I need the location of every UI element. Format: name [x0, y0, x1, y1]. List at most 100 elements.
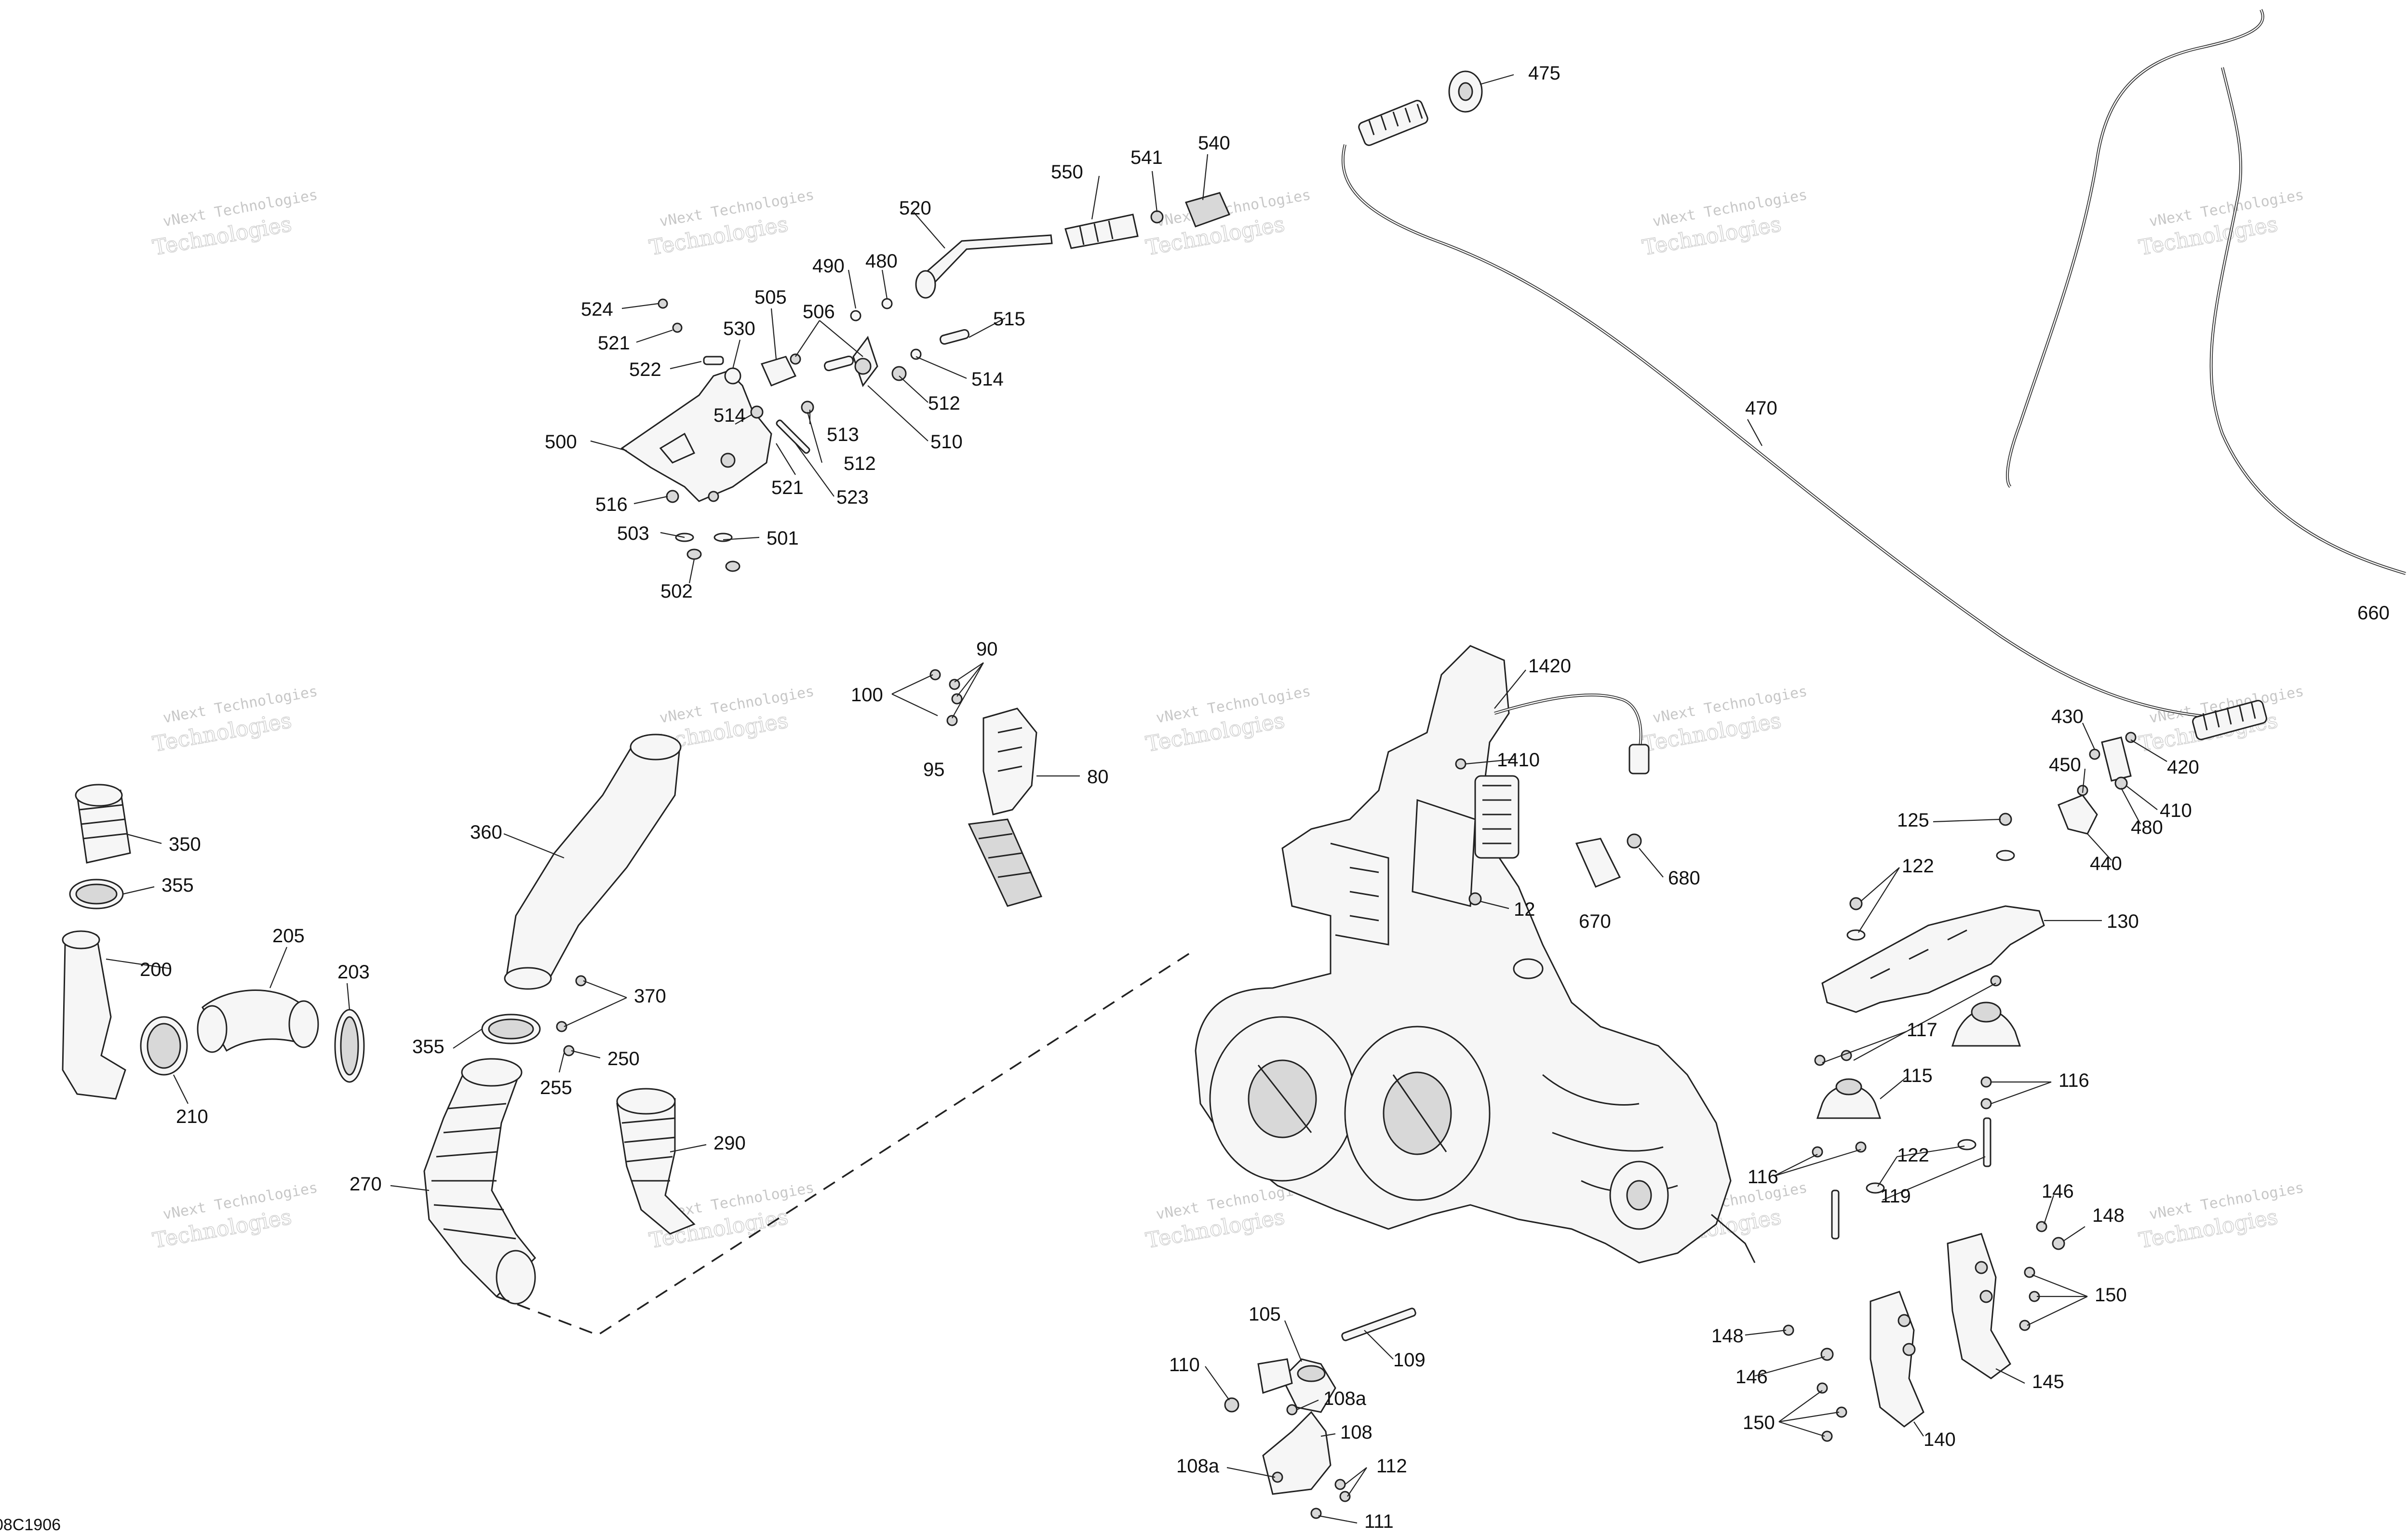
figure-code: 08C1906 — [0, 1516, 61, 1534]
callout-514: 514 — [713, 405, 746, 426]
hardware-370-250-255 — [556, 975, 587, 1056]
bolt-12 — [1468, 892, 1482, 906]
callout-95: 95 — [923, 759, 945, 780]
callout-513: 513 — [827, 424, 859, 445]
callout-250: 250 — [607, 1048, 640, 1069]
callout-530: 530 — [723, 318, 755, 339]
grommet-475 — [1448, 70, 1483, 113]
callout-500: 500 — [545, 431, 577, 453]
callout-130: 130 — [2107, 911, 2139, 932]
callout-360: 360 — [470, 822, 502, 843]
clamp-355-left — [69, 879, 124, 909]
intake-boot-270 — [423, 1058, 537, 1305]
callout-210: 210 — [176, 1106, 208, 1127]
callout-480: 480 — [865, 251, 898, 272]
cover-540 — [1184, 192, 1231, 227]
callout-355: 355 — [412, 1036, 444, 1057]
callout-90: 90 — [976, 639, 998, 660]
callout-116: 116 — [2058, 1070, 2089, 1091]
callout-506: 506 — [803, 301, 835, 322]
callout-108a: 108a — [1323, 1388, 1367, 1409]
callout-521: 521 — [598, 333, 630, 354]
bracket-500 — [620, 370, 772, 502]
intake-boot-290 — [616, 1088, 696, 1235]
callout-670: 670 — [1579, 911, 1611, 932]
callout-524: 524 — [581, 299, 613, 320]
callout-205: 205 — [272, 925, 305, 947]
intake-tube-200 — [62, 930, 126, 1100]
callout-520: 520 — [899, 198, 931, 219]
callout-480: 480 — [2131, 817, 2163, 838]
bracket-670 — [1575, 838, 1621, 888]
callout-150: 150 — [1743, 1412, 1775, 1433]
front-mount-105 — [1224, 1308, 1416, 1519]
callout-105: 105 — [1249, 1304, 1281, 1325]
callout-470: 470 — [1745, 398, 1777, 419]
rod-520 — [915, 234, 1053, 299]
callout-355: 355 — [161, 875, 194, 896]
callout-255: 255 — [540, 1077, 572, 1098]
pedal-80 — [929, 669, 1043, 907]
callout-1410: 1410 — [1497, 749, 1540, 771]
callout-108a: 108a — [1176, 1456, 1220, 1477]
leader-lines — [106, 74, 2167, 1524]
throttle-cable-470 — [1341, 100, 2267, 740]
callout-450: 450 — [2049, 754, 2081, 775]
callout-515: 515 — [993, 308, 1025, 330]
callout-430: 430 — [2051, 706, 2084, 727]
clamp-210 — [140, 1016, 188, 1076]
callout-110: 110 — [1169, 1354, 1200, 1376]
callout-100: 100 — [851, 684, 883, 706]
callout-111: 111 — [1364, 1511, 1394, 1532]
handle-550 — [1064, 214, 1139, 249]
mount-bracket-130 — [1821, 813, 2045, 1013]
callout-122: 122 — [1897, 1145, 1929, 1166]
callout-523: 523 — [836, 487, 869, 508]
callout-146: 146 — [2042, 1181, 2074, 1202]
bracket-145 — [1947, 1221, 2065, 1379]
callout-148: 148 — [2092, 1205, 2125, 1226]
callout-140: 140 — [1924, 1429, 1956, 1450]
callout-270: 270 — [350, 1174, 382, 1195]
mount-hardware-116-122-119 — [1812, 975, 2002, 1240]
elbow-205 — [197, 989, 319, 1053]
callout-112: 112 — [1376, 1456, 1407, 1477]
callout-410: 410 — [2160, 800, 2192, 821]
callout-505: 505 — [754, 287, 787, 308]
callout-502: 502 — [660, 581, 693, 602]
engine-assembly — [1195, 645, 1756, 1264]
callout-440: 440 — [2090, 853, 2122, 874]
callout-108: 108 — [1340, 1422, 1372, 1443]
callout-200: 200 — [140, 959, 172, 980]
callout-370: 370 — [634, 986, 666, 1007]
bracket-140 — [1783, 1291, 1924, 1442]
callout-150: 150 — [2095, 1284, 2127, 1306]
cable-660 — [2006, 9, 2406, 575]
callout-540: 540 — [1198, 133, 1230, 154]
callout-512: 512 — [844, 453, 876, 474]
callout-117: 117 — [1907, 1019, 1937, 1041]
callout-122: 122 — [1902, 855, 1934, 877]
callout-125: 125 — [1897, 810, 1929, 831]
callout-660: 660 — [2357, 602, 2390, 624]
connection-dashed-line — [496, 948, 1196, 1336]
bolt-680 — [1627, 833, 1642, 849]
clamp-203 — [334, 1009, 365, 1083]
callout-116: 116 — [1748, 1166, 1778, 1188]
intake-duct-360 — [504, 734, 682, 990]
callout-514: 514 — [971, 369, 1004, 390]
callout-680: 680 — [1668, 868, 1700, 889]
callout-80: 80 — [1087, 766, 1109, 788]
callout-109: 109 — [1393, 1349, 1426, 1371]
bolt-541 — [1150, 210, 1164, 224]
callout-522: 522 — [629, 359, 661, 380]
engine-mount-115 — [1816, 1002, 2021, 1119]
callout-1420: 1420 — [1528, 655, 1571, 677]
callout-490: 490 — [812, 255, 845, 277]
callout-145: 145 — [2032, 1371, 2064, 1392]
callout-203: 203 — [337, 962, 370, 983]
callout-503: 503 — [617, 523, 649, 544]
bolt-1410 — [1455, 758, 1466, 770]
callout-516: 516 — [595, 494, 628, 515]
